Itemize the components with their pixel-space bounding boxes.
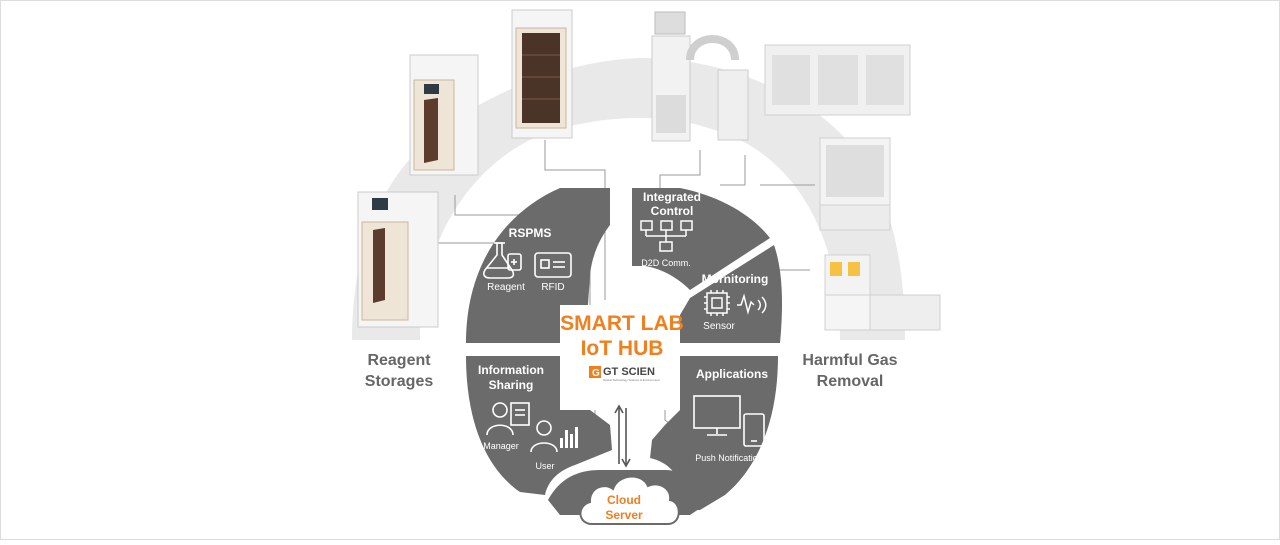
- cloud-sync-arrows: [614, 404, 631, 468]
- fume-hood-row: [764, 44, 911, 116]
- cloud-shape: [579, 475, 680, 525]
- integrated-control-line1: Integrated: [643, 190, 701, 204]
- cloud-line2: Server: [605, 508, 643, 522]
- logo-text: GT SCIEN: [603, 366, 655, 378]
- fume-hood-single: [819, 137, 891, 231]
- monitoring-title: Mornitoring: [702, 272, 769, 286]
- info-sharing-line2: Sharing: [489, 378, 534, 392]
- rspms-segment: [466, 188, 610, 343]
- reagent-cabinet-small: [357, 191, 439, 328]
- reagent-storages-line2: Storages: [365, 373, 434, 390]
- sensor-label: Sensor: [703, 321, 735, 332]
- integrated-control-segment: [632, 188, 770, 290]
- reagent-cabinet-large: [511, 9, 573, 139]
- rfid-card-icon: [534, 252, 572, 278]
- hub-center: [560, 305, 680, 410]
- sensor-chip-icon: [704, 290, 730, 316]
- harmful-gas-line2: Removal: [817, 373, 884, 390]
- reagent-cabinet-medium: [409, 54, 479, 176]
- monitor-icon: [693, 395, 741, 436]
- d2d-comm-label: D2D Comm.: [641, 258, 691, 268]
- background-arch: [352, 58, 905, 340]
- logo-subtext: Global Technology Science & Environment: [603, 378, 660, 382]
- gtscien-logo: G GT SCIEN Global Technology Science & E…: [589, 366, 660, 382]
- rspms-reagent-label: Reagent: [487, 282, 525, 293]
- svg-text:G: G: [592, 368, 600, 379]
- monitoring-segment: [680, 245, 782, 343]
- integrated-control-line2: Control: [651, 204, 694, 218]
- user-person-icon: [530, 420, 558, 453]
- network-icon: [640, 220, 693, 252]
- user-label: User: [535, 461, 554, 471]
- hub-title-line2: IoT HUB: [581, 337, 664, 360]
- info-sharing-line1: Information: [478, 363, 544, 377]
- manager-person-icon: [486, 402, 530, 436]
- reagent-flask-icon: [483, 242, 522, 279]
- fume-scrubber-unit: [651, 11, 749, 142]
- hub-title-line1: SMART LAB: [560, 312, 684, 335]
- signal-wave-icon: [737, 293, 767, 315]
- bar-chart-icon: [560, 427, 578, 448]
- manager-label: Manager: [483, 441, 519, 451]
- rspms-rfid-label: RFID: [541, 282, 564, 293]
- harmful-gas-line1: Harmful Gas: [802, 352, 897, 369]
- applications-title: Applications: [696, 367, 768, 381]
- reagent-storages-line1: Reagent: [367, 352, 431, 369]
- info-sharing-segment: [466, 356, 612, 495]
- smartphone-icon: [743, 413, 765, 447]
- push-notification-label: Push Notification: [695, 453, 763, 463]
- applications-segment: [650, 356, 778, 510]
- cloud-line1: Cloud: [607, 493, 641, 507]
- rspms-title: RSPMS: [509, 226, 552, 240]
- lab-bench: [824, 254, 941, 331]
